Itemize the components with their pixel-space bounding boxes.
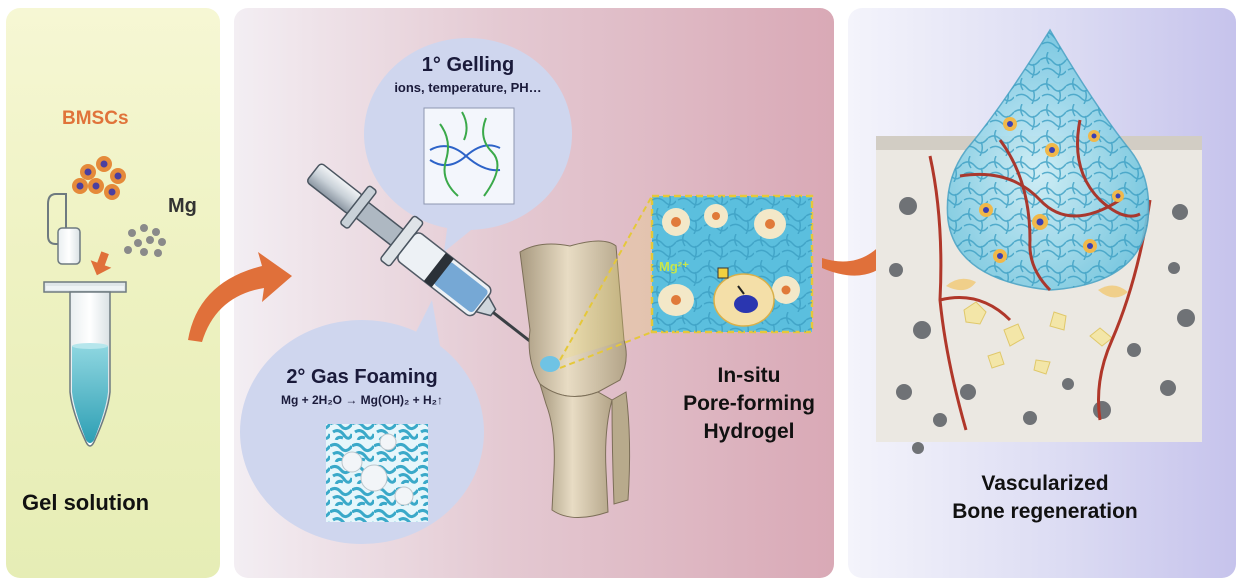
bmsc-cells-icon bbox=[72, 156, 126, 200]
outcome-label-line2: Bone regeneration bbox=[952, 500, 1138, 523]
mg-particles-icon bbox=[124, 224, 166, 257]
gas-foaming-text: 2° Gas Foaming Mg + 2H₂O → Mg(OH)₂ + H₂↑ bbox=[262, 0, 462, 420]
mg-ion-label: Mg²⁺ bbox=[659, 259, 689, 274]
knee-joint-icon bbox=[519, 240, 631, 518]
gel-solution-panel bbox=[6, 8, 220, 578]
outcome-label: Vascularized Bone regeneration bbox=[880, 470, 1210, 526]
gas-foaming-title: 2° Gas Foaming bbox=[286, 366, 438, 388]
hydrogel-label: In-situ Pore-forming Hydrogel bbox=[664, 362, 834, 446]
hydrogel-label-line1: In-situ bbox=[717, 364, 781, 387]
hydrogel-label-line3: Hydrogel bbox=[703, 420, 795, 443]
hydrogel-inset bbox=[650, 194, 814, 334]
eppendorf-tube-icon bbox=[43, 193, 127, 447]
down-arrow-icon bbox=[90, 251, 112, 276]
cell-icon bbox=[658, 204, 800, 327]
mg-label: Mg bbox=[168, 195, 197, 217]
gel-solution-label: Gel solution bbox=[22, 490, 150, 515]
gelling-subtitle: ions, temperature, PH… bbox=[394, 80, 542, 95]
syringe-icon bbox=[306, 163, 566, 370]
gas-foaming-speech-bubble bbox=[240, 300, 484, 544]
gelling-speech-bubble bbox=[364, 38, 572, 252]
helix-icon bbox=[429, 111, 501, 197]
outcome-label-line1: Vascularized bbox=[981, 472, 1109, 495]
bmscs-label: BMSCs bbox=[62, 108, 129, 129]
hydrogel-label-line2: Pore-forming bbox=[683, 392, 815, 415]
gas-foaming-equation: Mg + 2H₂O → Mg(OH)₂ + H₂↑ bbox=[281, 393, 443, 407]
droplet-icon bbox=[946, 28, 1150, 292]
gelling-text: 1° Gelling ions, temperature, PH… bbox=[368, 0, 568, 120]
curved-arrow-icon bbox=[188, 252, 292, 342]
gelling-title: 1° Gelling bbox=[421, 54, 515, 76]
